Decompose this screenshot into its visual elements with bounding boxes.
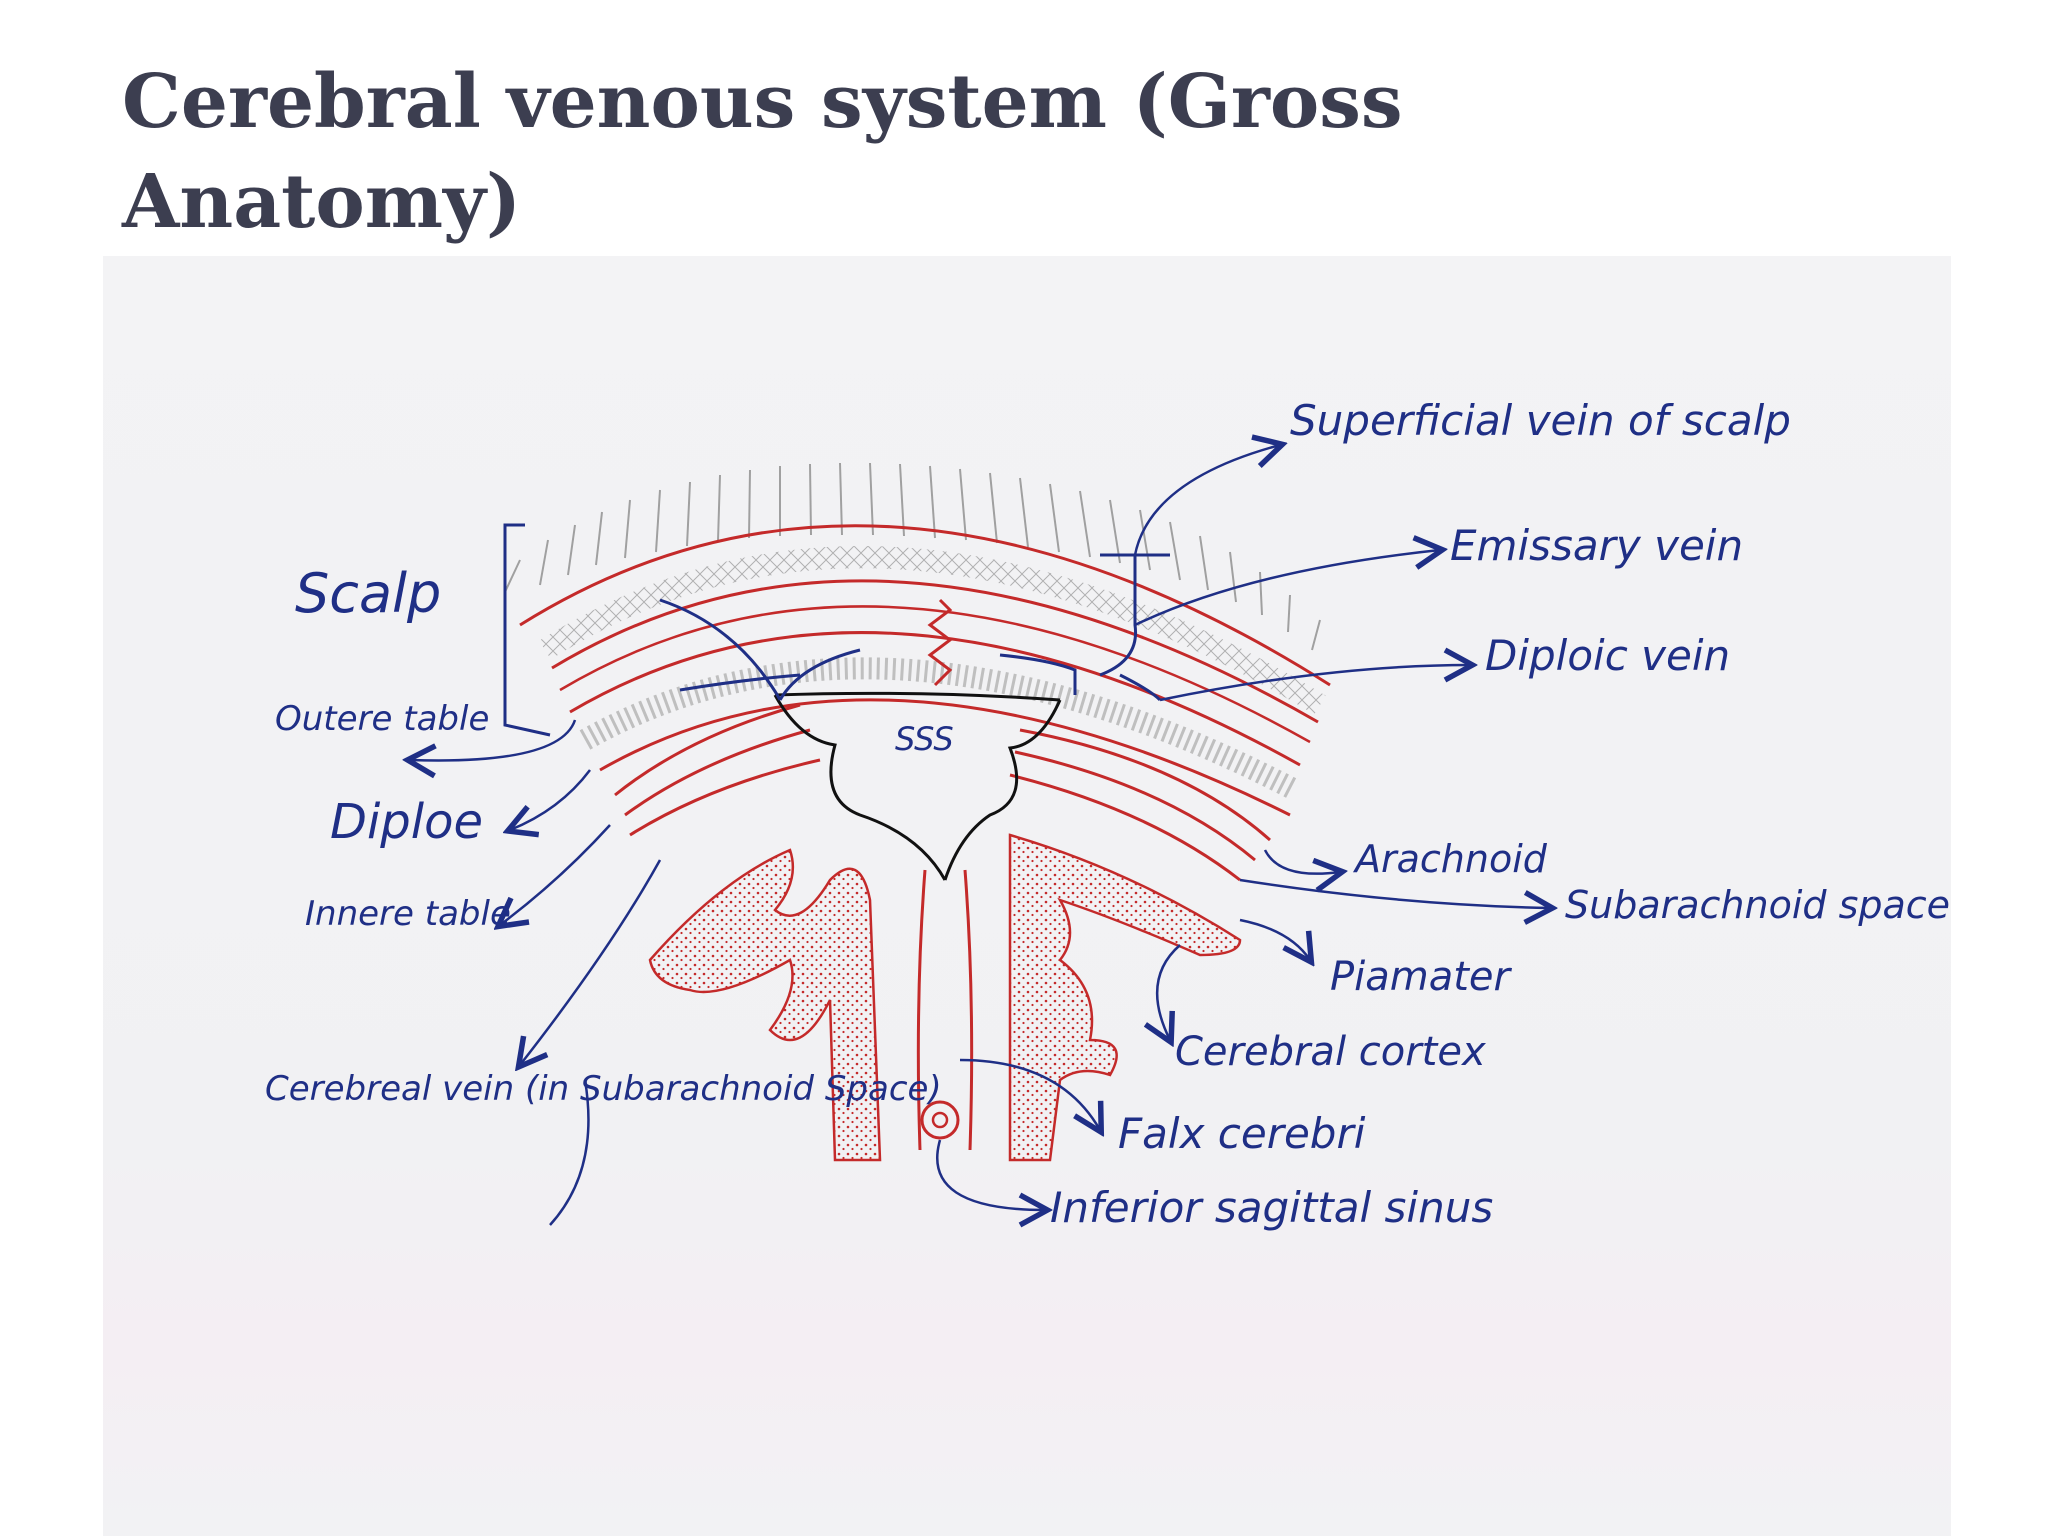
diploic-vein-label: Diploic vein — [1485, 631, 1730, 680]
zigzag-vessel — [927, 598, 953, 687]
cerebral-cortex-label: Cerebral cortex — [1175, 1029, 1486, 1075]
emissary-vein-label: Emissary vein — [1450, 521, 1743, 570]
superficial-vein-label: Superficial vein of scalp — [1290, 396, 1791, 445]
subarachnoid-space-label: Subarachnoid space — [1565, 883, 1950, 927]
inferior-sagittal-sinus-ring — [920, 1100, 960, 1140]
falx-cerebri-label: Falx cerebri — [1118, 1109, 1366, 1158]
scalp-bracket — [503, 523, 551, 737]
scalp-hair — [504, 462, 1321, 651]
superior-sagittal-sinus — [773, 691, 1062, 881]
right-label-arrows — [935, 445, 1550, 1210]
meninges — [614, 703, 1271, 882]
cerebral-cortex — [648, 833, 1242, 1162]
cerebral-vein-label: Cerebreal vein (in Subarachnoid Space) — [265, 1069, 942, 1109]
arachnoid-label: Arachnoid — [1352, 837, 1548, 881]
piamater-label: Piamater — [1330, 954, 1513, 1000]
inferior-sagittal-sinus-label: Inferior sagittal sinus — [1050, 1183, 1493, 1232]
inner-table-label: Innere table — [305, 894, 511, 934]
falx-cerebri — [916, 869, 974, 1151]
sss-label: SSS — [895, 720, 954, 758]
scalp-layers — [519, 524, 1331, 744]
diploe-label: Diploe — [330, 794, 483, 850]
page-title: Cerebral venous system (Gross Anatomy) — [122, 59, 1403, 245]
scalp-label: Scalp — [295, 562, 441, 625]
outer-table-label: Outere table — [275, 699, 489, 739]
left-label-arrows — [410, 719, 662, 1226]
skull-tables — [569, 631, 1301, 817]
